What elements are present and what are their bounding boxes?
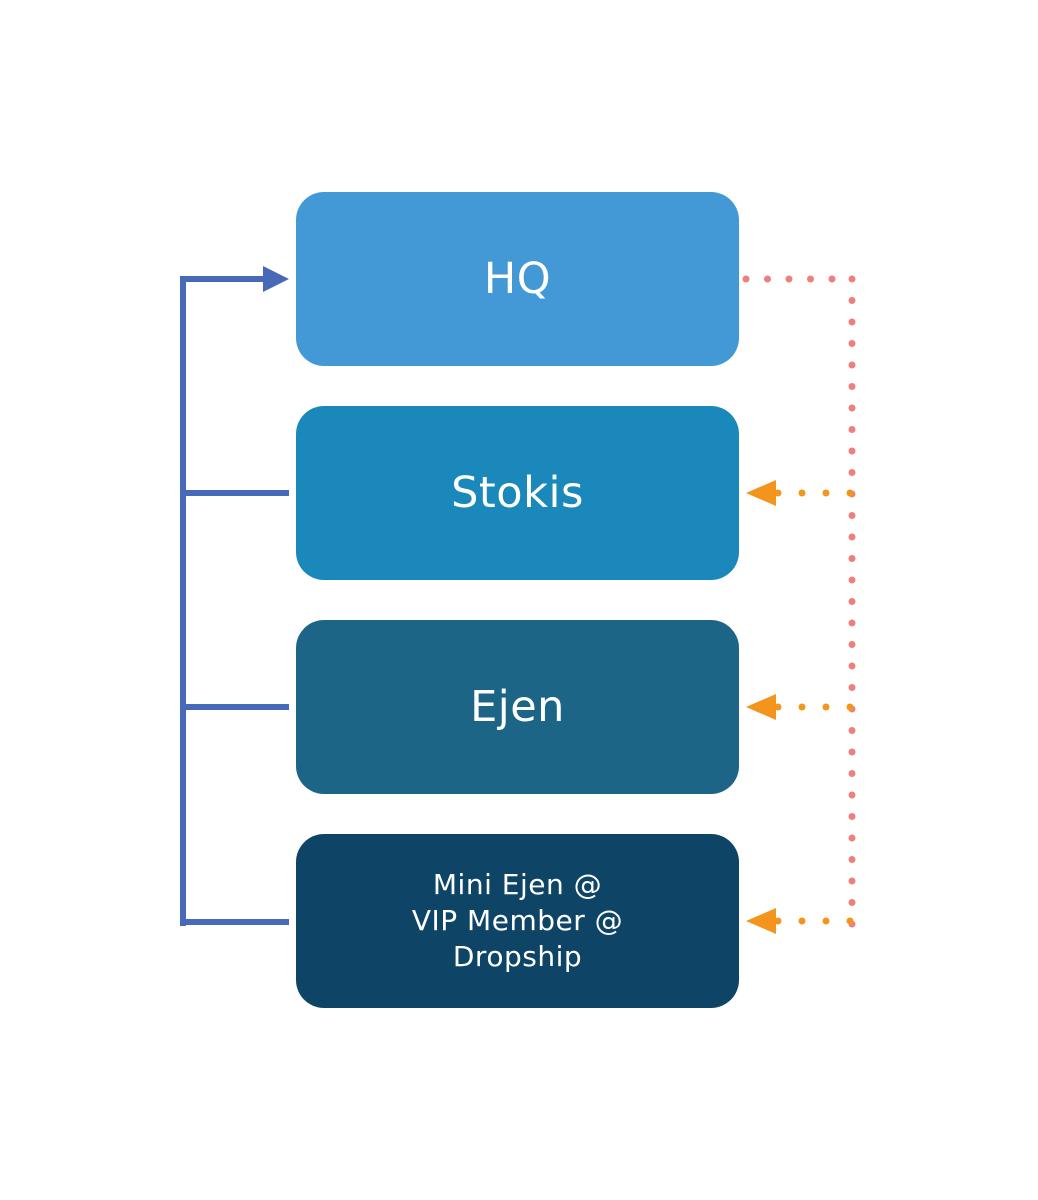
tier-box-hq: HQ xyxy=(296,192,739,366)
distribution-arrowhead-mini-ejen-icon xyxy=(746,908,776,934)
distribution-arrowhead-stokis-icon xyxy=(746,480,776,506)
tier-label-hq: HQ xyxy=(483,254,552,304)
escalation-bracket xyxy=(180,266,289,926)
tier-label-mini-ejen: Mini Ejen @ VIP Member @ Dropship xyxy=(411,868,624,973)
tier-box-stokis: Stokis xyxy=(296,406,739,580)
distribution-dotted-lines xyxy=(742,275,856,934)
tier-box-ejen: Ejen xyxy=(296,620,739,794)
tier-label-ejen: Ejen xyxy=(470,682,565,732)
tier-label-stokis: Stokis xyxy=(451,468,584,518)
escalation-arrowhead-icon xyxy=(263,266,289,292)
tier-box-mini-ejen: Mini Ejen @ VIP Member @ Dropship xyxy=(296,834,739,1008)
distribution-arrowhead-ejen-icon xyxy=(746,694,776,720)
